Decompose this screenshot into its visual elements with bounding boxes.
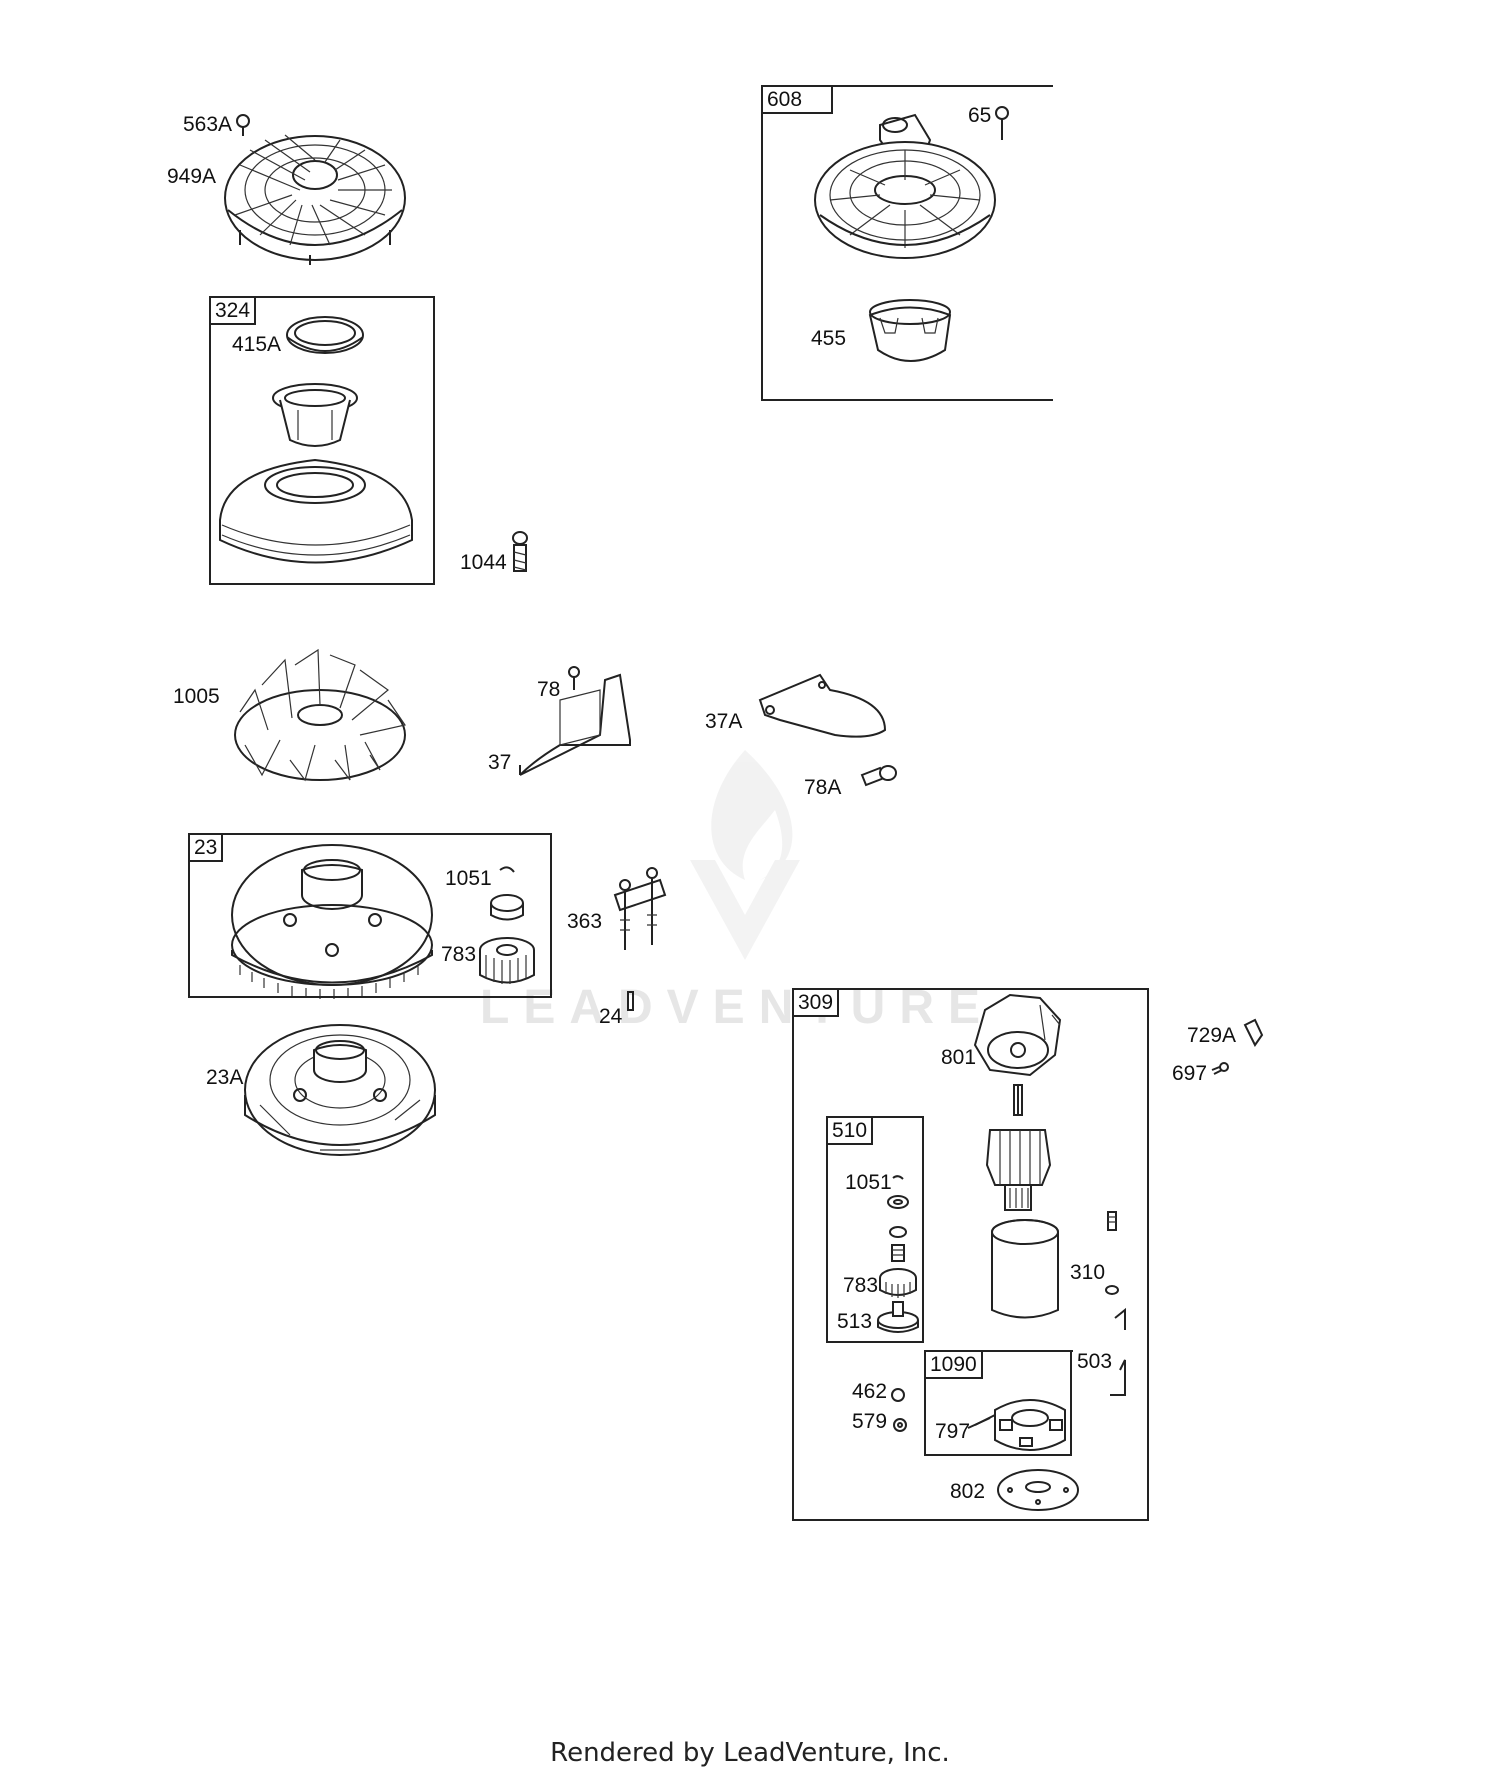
label-37A: 37A [705,710,743,733]
label-310: 310 [1070,1261,1106,1284]
label-78A: 78A [804,776,842,799]
retaining-ring-1051-icon [499,866,515,873]
through-bolt-503-icon [1110,1307,1126,1396]
screw-1044-icon [512,531,528,572]
cup-icon [272,383,358,447]
label-510-1051: 1051 [845,1171,892,1194]
watermark-logo-icon [690,750,800,960]
blower-housing-949A-icon [224,134,406,265]
nut-579-icon [893,1418,907,1432]
label-801: 801 [941,1046,977,1069]
washer-icon [887,1195,909,1209]
retaining-ring-510-1051-icon [892,1175,904,1180]
starter-cup-455-icon [868,299,952,362]
recoil-starter-608-icon [814,113,996,259]
flywheel-23A-icon [244,1024,436,1156]
motor-housing-310-icon [991,1219,1059,1319]
spring-510-icon [891,1244,905,1262]
screw-697-icon [1211,1062,1229,1075]
rotating-screen-icon [219,458,413,564]
box-309-divider [1072,1350,1073,1352]
small-washer-icon [1105,1285,1119,1295]
fan-1005-icon [234,648,406,782]
box-label-1090: 1090 [926,1352,983,1379]
screw-65-icon [995,106,1009,140]
stop-ring-icon [889,1226,907,1238]
bracket-363-icon [613,867,667,950]
armature-icon [985,1084,1052,1211]
pinion-510-783-icon [879,1268,917,1298]
starter-end-cap-801-icon [973,993,1062,1077]
box-1090 [924,1350,1072,1456]
box-label-309: 309 [794,990,840,1017]
label-1051: 1051 [445,867,492,890]
box-510 [826,1116,924,1343]
label-802: 802 [950,1480,986,1503]
clutch-ring-415A-icon [286,316,364,354]
box-label-510: 510 [828,1118,874,1145]
bolt-78A-icon [860,765,897,787]
spring-icon [1107,1211,1117,1231]
label-579: 579 [852,1410,888,1433]
box-608 [761,85,1053,401]
clip-729A-icon [1243,1018,1264,1047]
label-563A: 563A [183,113,233,136]
label-65: 65 [968,104,992,127]
plate-37A-icon [758,673,887,738]
washer-462-icon [891,1388,905,1402]
label-455: 455 [811,327,847,350]
label-462: 462 [852,1380,888,1403]
label-797: 797 [935,1420,971,1443]
flywheel-23-icon [231,844,433,999]
end-cap-802-icon [997,1469,1079,1511]
label-783: 783 [441,943,477,966]
label-415A: 415A [232,333,282,356]
label-697: 697 [1172,1062,1208,1085]
label-1005: 1005 [173,685,220,708]
label-37: 37 [488,751,512,774]
label-729A: 729A [1187,1024,1237,1047]
air-guide-37-icon [519,673,631,776]
label-510-783: 783 [843,1274,879,1297]
box-label-23: 23 [190,835,224,862]
box-label-608: 608 [763,87,833,114]
label-363: 363 [567,910,603,933]
box-324 [209,296,435,585]
label-78: 78 [537,678,561,701]
pin-24-icon [627,991,634,1011]
screw-563A-icon [236,114,250,136]
label-23A: 23A [206,1066,244,1089]
box-23 [188,833,552,998]
pinion-783-icon [479,894,535,984]
footer-credit: Rendered by LeadVenture, Inc. [550,1738,950,1768]
box-309 [792,988,1149,1521]
box-label-324: 324 [211,298,257,325]
bolt-78-icon [568,666,580,690]
label-503: 503 [1077,1350,1113,1373]
label-949A: 949A [167,165,217,188]
drive-nut-513-icon [877,1301,919,1333]
label-513: 513 [837,1310,873,1333]
label-1044: 1044 [460,551,507,574]
label-24: 24 [599,1005,623,1028]
